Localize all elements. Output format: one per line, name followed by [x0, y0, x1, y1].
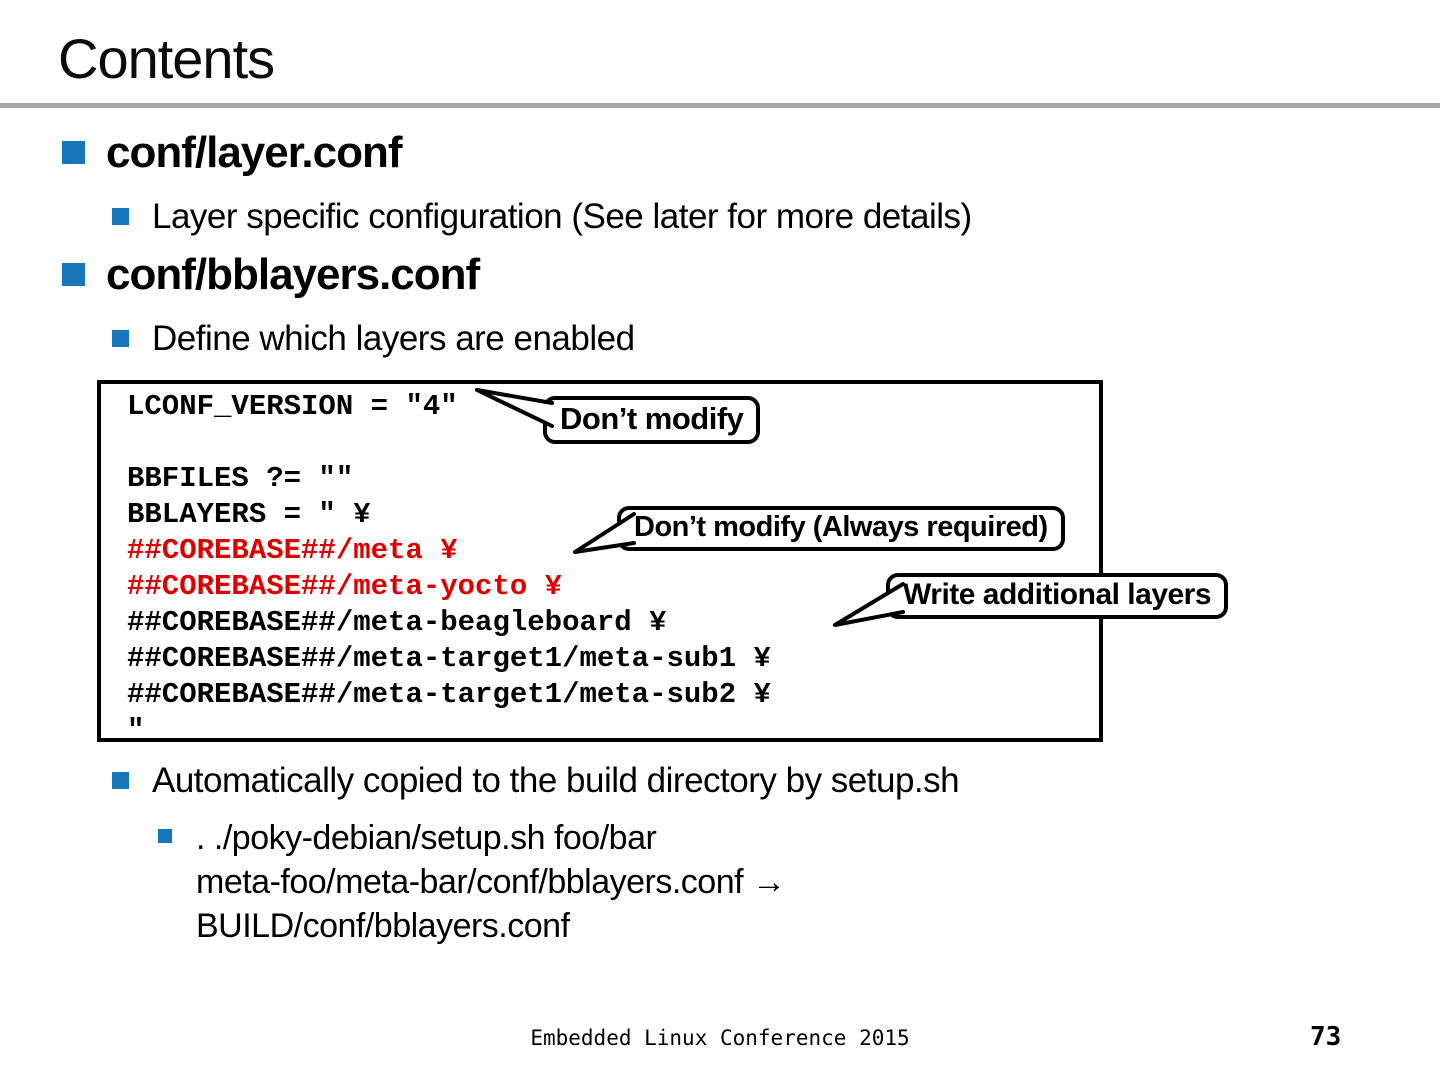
bullet-label: conf/layer.conf — [106, 128, 403, 177]
callout-label: Don’t modify (Always required) — [634, 511, 1048, 543]
bullet-setup-sh-command: . ./poky-debian/setup.sh foo/bar meta-fo… — [158, 816, 786, 948]
bullet-label: conf/bblayers.conf — [106, 250, 480, 299]
code-line: BBLAYERS = " ¥ — [127, 498, 371, 531]
callout-label: Don’t modify — [560, 401, 744, 436]
bullet-automatically-copied: Automatically copied to the build direct… — [112, 760, 960, 802]
code-line: ##COREBASE##/meta ¥ — [127, 534, 458, 567]
slide-title: Contents — [58, 27, 275, 90]
bullet-square-icon — [112, 330, 129, 347]
bullet-conf-bblayers-conf: conf/bblayers.conf — [62, 250, 480, 301]
code-line: BBFILES ?= "" — [127, 462, 354, 495]
bullet-label: Define which layers are enabled — [152, 319, 635, 358]
bullet-square-icon — [62, 263, 85, 286]
code-line: ##COREBASE##/meta-target1/meta-sub1 ¥ — [127, 642, 771, 675]
bullet-define-layers: Define which layers are enabled — [112, 318, 635, 360]
callout-write-additional-layers: Write additional layers — [886, 573, 1229, 619]
bullet-square-icon — [112, 772, 129, 789]
code-line: ##COREBASE##/meta-yocto ¥ — [127, 570, 563, 603]
bullet-label: Automatically copied to the build direct… — [152, 761, 960, 800]
bullet-conf-layer-conf: conf/layer.conf — [62, 128, 403, 179]
bullet-square-icon — [62, 141, 85, 164]
callout-dont-modify: Don’t modify — [543, 396, 761, 444]
footer-page-number: 73 — [1310, 1022, 1342, 1052]
bullet-square-icon — [112, 208, 129, 225]
code-line: ##COREBASE##/meta-beagleboard ¥ — [127, 606, 667, 639]
callout-dont-modify-always-required: Don’t modify (Always required) — [617, 506, 1065, 551]
code-line: LCONF_VERSION = "4" — [127, 390, 458, 423]
callout-label: Write additional layers — [903, 578, 1212, 611]
bullet-layer-specific-config: Layer specific configuration (See later … — [112, 196, 972, 238]
bullet-label: . ./poky-debian/setup.sh foo/bar meta-fo… — [196, 819, 786, 945]
bullet-square-icon — [158, 829, 172, 843]
title-divider — [0, 103, 1440, 108]
bullet-label: Layer specific configuration (See later … — [152, 197, 972, 236]
code-line: ##COREBASE##/meta-target1/meta-sub2 ¥ — [127, 678, 771, 711]
footer-conference-name: Embedded Linux Conference 2015 — [530, 1026, 910, 1050]
code-line: " — [127, 714, 145, 747]
